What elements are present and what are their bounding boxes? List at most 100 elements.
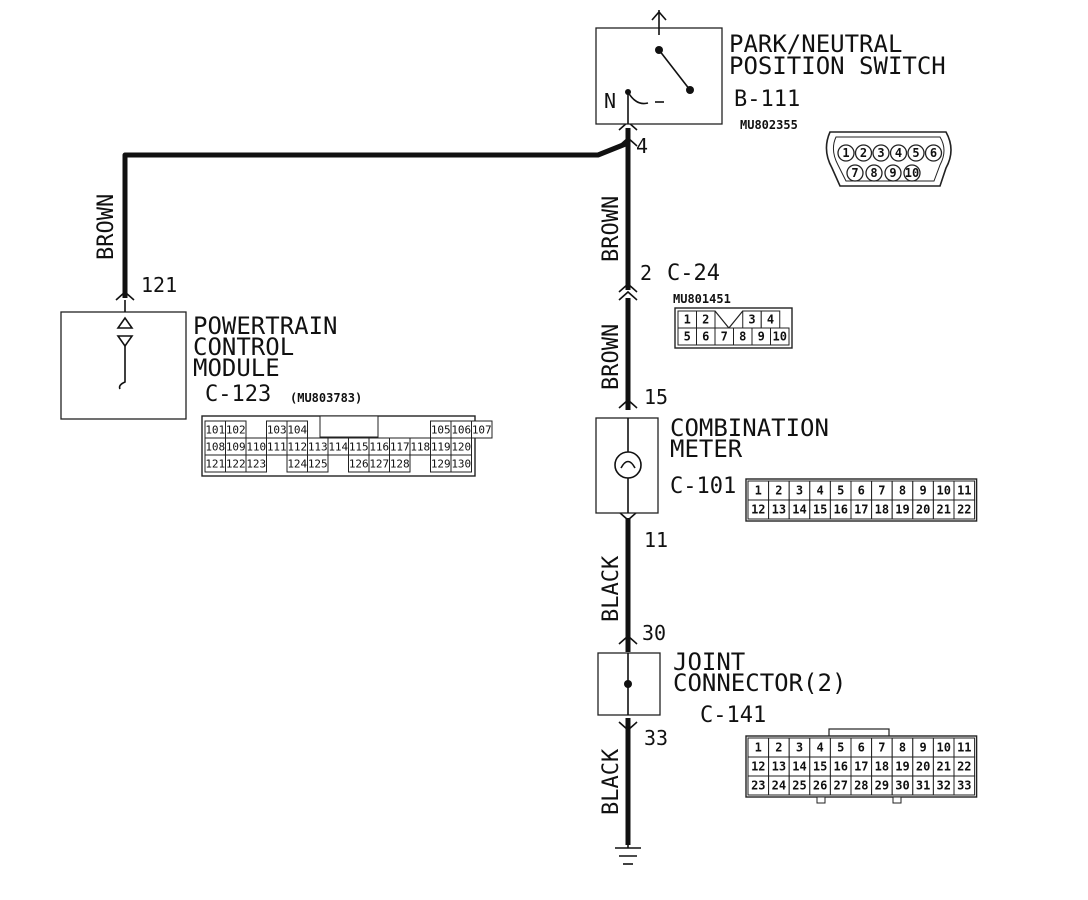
c141-pin-17: 17 xyxy=(854,760,868,774)
c123-pin-105: 105 xyxy=(431,424,451,437)
meter-connector-id: C-101 xyxy=(670,474,736,499)
pcm-pin-121: 121 xyxy=(141,273,177,297)
c123-pin-129: 129 xyxy=(431,458,451,471)
meter-pin-15: 15 xyxy=(644,385,668,409)
b111-pin-6: 6 xyxy=(930,146,937,160)
c24-pin-7: 7 xyxy=(721,330,728,344)
meter-pin-11: 11 xyxy=(644,528,668,552)
pcm-title-line2: CONTROL xyxy=(193,333,294,361)
c101-pin-10: 10 xyxy=(936,484,950,498)
joint-node xyxy=(624,680,632,688)
c101-pin-15: 15 xyxy=(813,503,827,517)
switch-connector-id: B-111 xyxy=(734,87,800,112)
meter-box xyxy=(595,417,659,514)
c24-pin-3: 3 xyxy=(748,313,755,327)
joint-pin-33: 33 xyxy=(644,726,668,750)
c101-pin-13: 13 xyxy=(772,503,786,517)
b111-pin-10: 10 xyxy=(905,166,919,180)
c141-pin-11: 11 xyxy=(957,741,971,755)
c101-pin-1: 1 xyxy=(755,484,762,498)
wire-label-brown-lower: BROWN xyxy=(599,324,624,390)
switch-lever xyxy=(658,49,691,91)
c101-pin-7: 7 xyxy=(878,484,885,498)
wire-label-black-lower: BLACK xyxy=(599,748,624,815)
c123-pin-127: 127 xyxy=(369,458,389,471)
pcm-title-line3: MODULE xyxy=(193,354,280,382)
c141-pin-23: 23 xyxy=(751,779,765,793)
b111-pin-8: 8 xyxy=(870,166,877,180)
c101-pin-2: 2 xyxy=(775,484,782,498)
c101-pin-14: 14 xyxy=(792,503,806,517)
meter-title-line2: METER xyxy=(670,435,743,463)
c123-pin-124: 124 xyxy=(287,458,307,471)
b111-pin-2: 2 xyxy=(860,146,867,160)
c141-pin-20: 20 xyxy=(916,760,930,774)
pcm-title-line1: POWERTRAIN xyxy=(193,312,338,340)
c123-pin-108: 108 xyxy=(205,441,225,454)
c141-pin-7: 7 xyxy=(878,741,885,755)
c123-pin-125: 125 xyxy=(308,458,328,471)
joint-title-line1: JOINT xyxy=(673,648,745,676)
c141-pin-33: 33 xyxy=(957,779,971,793)
c141-pin-31: 31 xyxy=(916,779,930,793)
c123-pin-103: 103 xyxy=(267,424,287,437)
b111-pin-1: 1 xyxy=(842,146,849,160)
c123-pin-113: 113 xyxy=(308,441,328,454)
c141-pin-15: 15 xyxy=(813,760,827,774)
c123-pin-112: 112 xyxy=(287,441,307,454)
meter-lamp-filament xyxy=(620,460,636,469)
c123-pin-130: 130 xyxy=(451,458,471,471)
b111-pin-7: 7 xyxy=(851,166,858,180)
c141-pin-16: 16 xyxy=(833,760,847,774)
c123-pin-116: 116 xyxy=(369,441,389,454)
switch-contact xyxy=(686,86,694,94)
c101-pin-8: 8 xyxy=(899,484,906,498)
c141-pin-10: 10 xyxy=(936,741,950,755)
c123-pin-126: 126 xyxy=(349,458,369,471)
c141-pin-8: 8 xyxy=(899,741,906,755)
c123-pin-115: 115 xyxy=(349,441,369,454)
c123-pin-104: 104 xyxy=(287,424,307,437)
c101-pin-3: 3 xyxy=(796,484,803,498)
wire-label-brown-left: BROWN xyxy=(94,194,119,260)
c101-pin-11: 11 xyxy=(957,484,971,498)
switch-part-no: MU802355 xyxy=(740,118,798,132)
c24-pin-6: 6 xyxy=(702,330,709,344)
c123-pin-106: 106 xyxy=(451,424,471,437)
c101-pin-12: 12 xyxy=(751,503,765,517)
c141-pin-21: 21 xyxy=(936,760,950,774)
c141-pin-6: 6 xyxy=(858,741,865,755)
c141-pin-13: 13 xyxy=(772,760,786,774)
c141-pin-5: 5 xyxy=(837,741,844,755)
c101-pin-22: 22 xyxy=(957,503,971,517)
c101-pin-4: 4 xyxy=(816,484,823,498)
pcm-triangle-up xyxy=(116,316,134,329)
pcm-signal-lead xyxy=(118,346,126,390)
c24-pin-8: 8 xyxy=(739,330,746,344)
c123-pin-123: 123 xyxy=(246,458,266,471)
c141-pin-3: 3 xyxy=(796,741,803,755)
c101-pin-17: 17 xyxy=(854,503,868,517)
wire-label-black-upper: BLACK xyxy=(599,555,624,622)
switch-box xyxy=(595,27,723,125)
pcm-part-no: (MU803783) xyxy=(290,391,362,405)
c123-pin-102: 102 xyxy=(226,424,246,437)
switch-n-label: N xyxy=(604,89,616,113)
c141-pin-27: 27 xyxy=(833,779,847,793)
c24-pin-2: 2 xyxy=(702,313,709,327)
c141-pin-1: 1 xyxy=(755,741,762,755)
meter-title-line1: COMBINATION xyxy=(670,414,829,442)
c101-pin-5: 5 xyxy=(837,484,844,498)
c123-pin-107: 107 xyxy=(472,424,492,437)
c101-pin-6: 6 xyxy=(858,484,865,498)
c101-pin-21: 21 xyxy=(936,503,950,517)
c141-pin-25: 25 xyxy=(792,779,806,793)
c141-pin-14: 14 xyxy=(792,760,806,774)
c141-pin-26: 26 xyxy=(813,779,827,793)
switch-title-line2: POSITION SWITCH xyxy=(729,52,946,80)
c123-pin-110: 110 xyxy=(246,441,266,454)
